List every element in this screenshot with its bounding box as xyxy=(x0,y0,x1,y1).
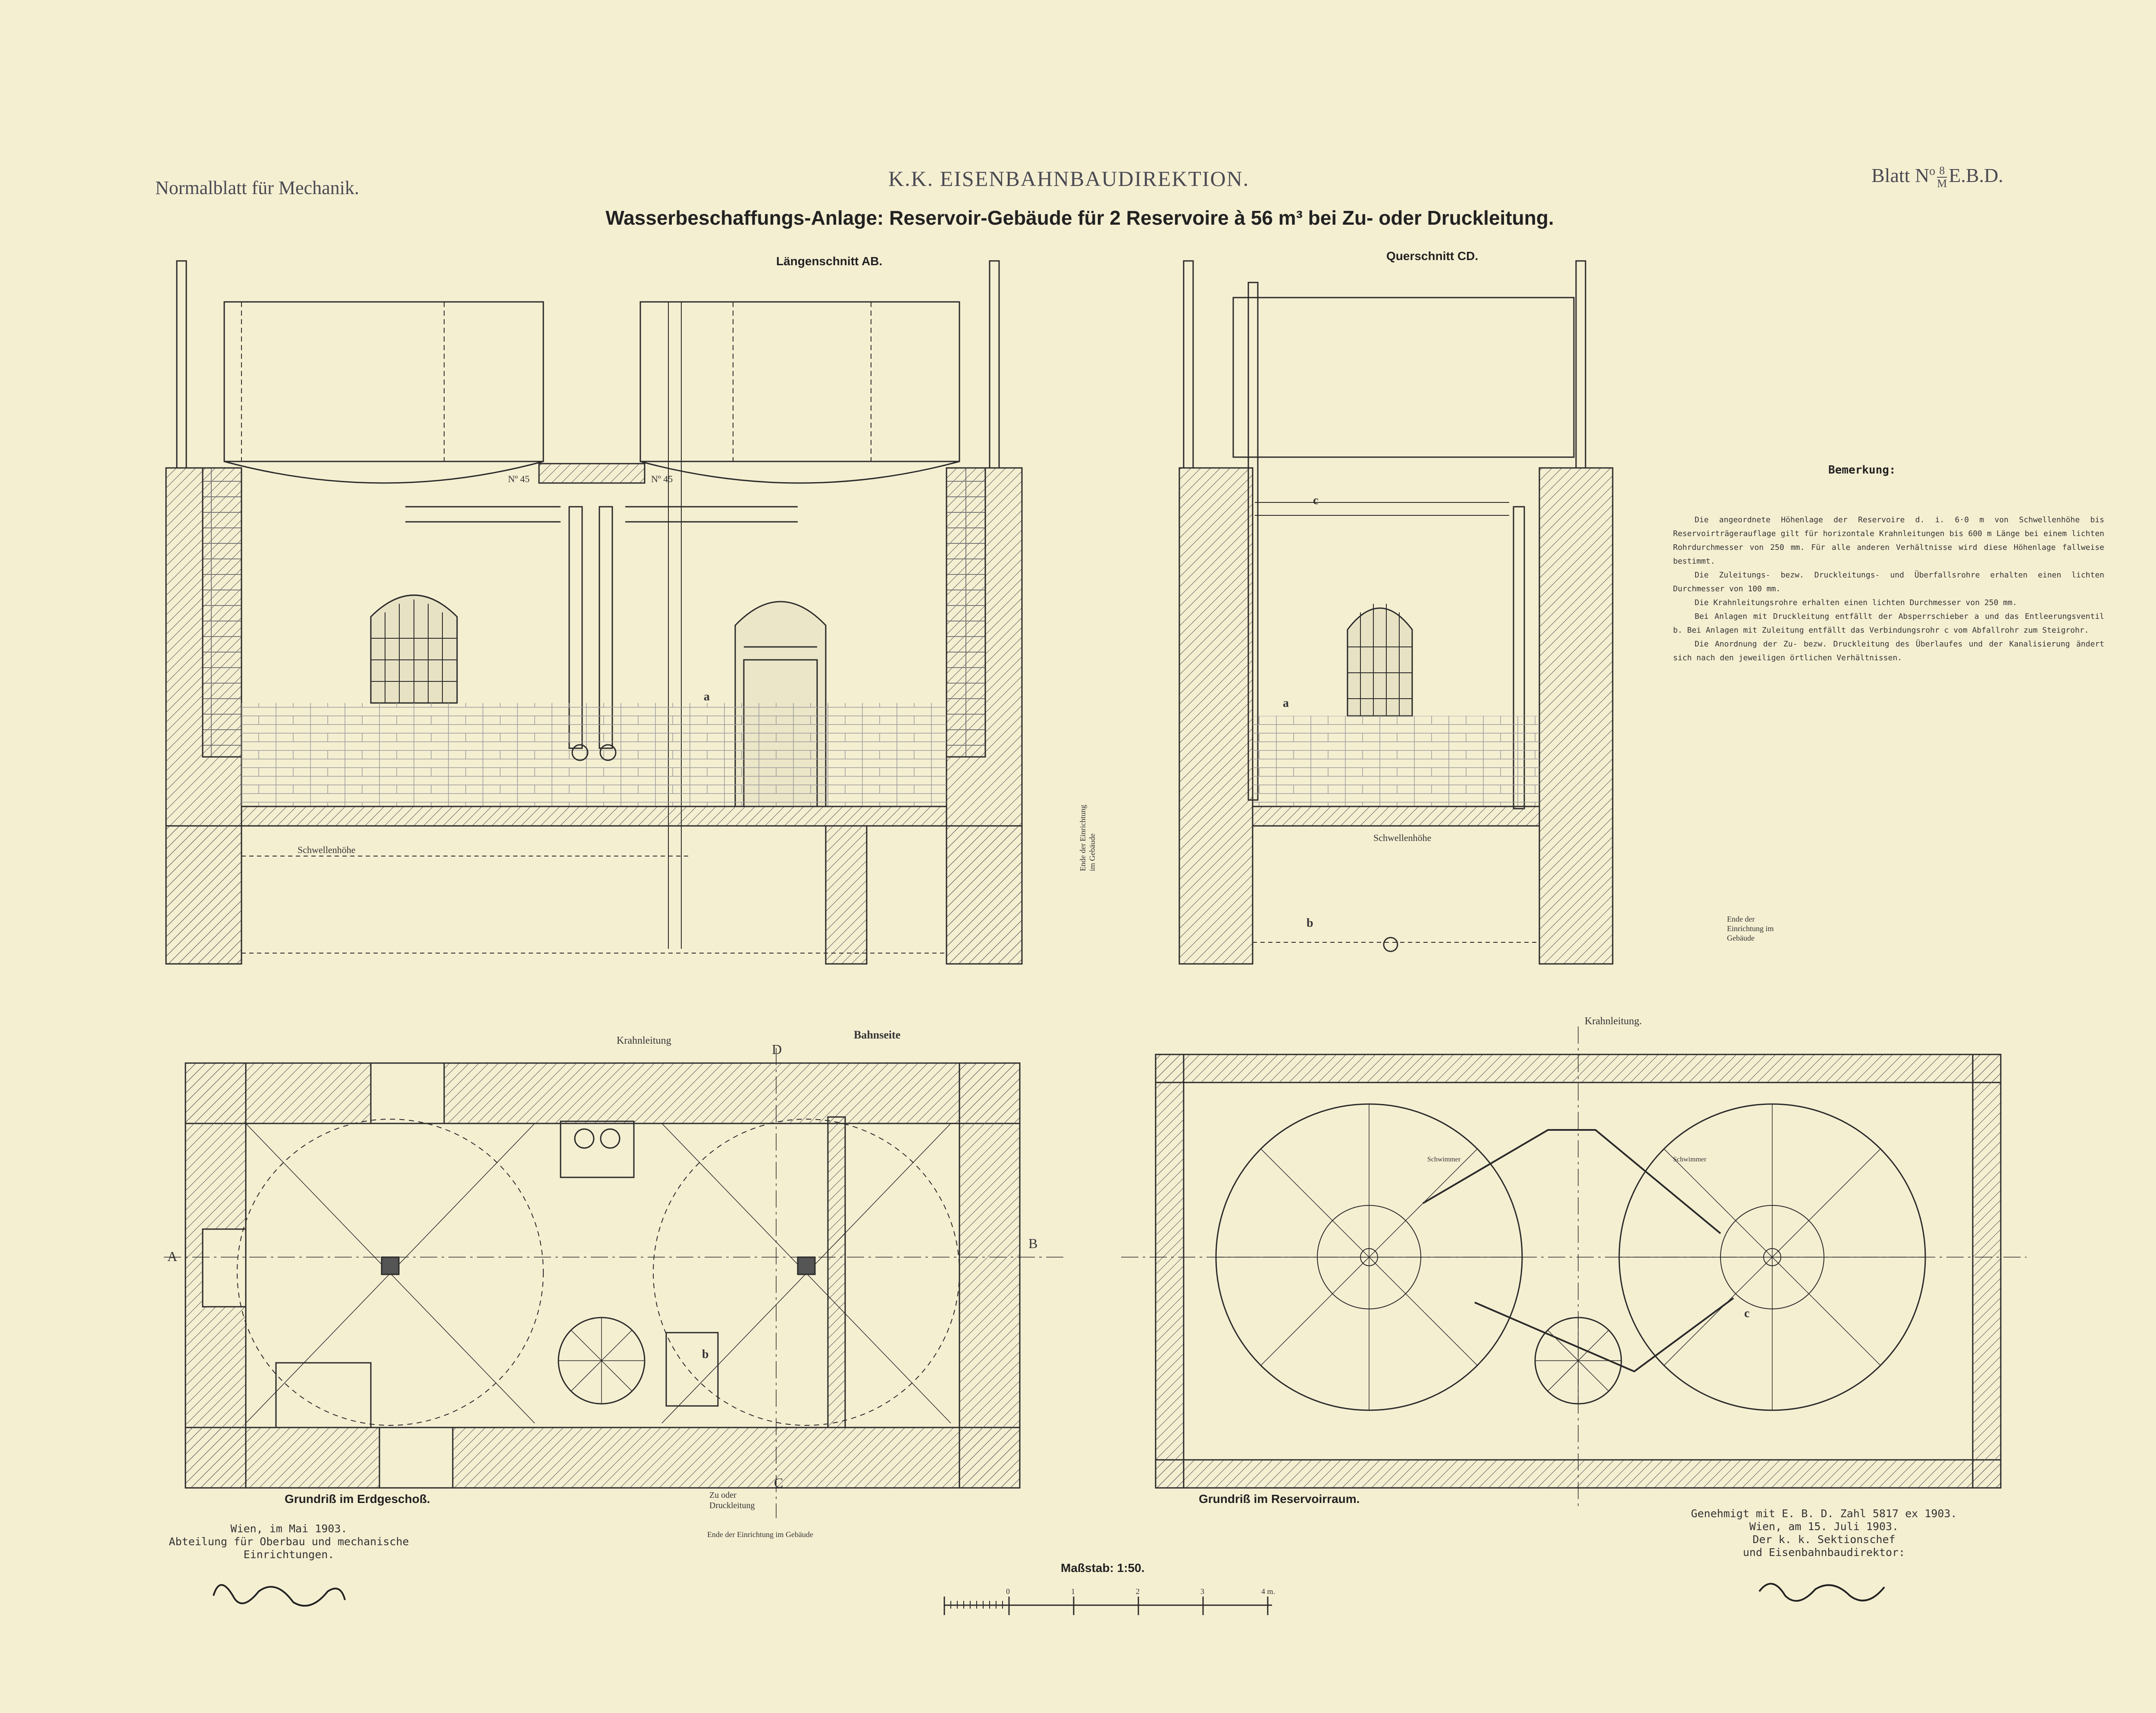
point-d-label: D xyxy=(772,1042,782,1057)
header-right-den: M xyxy=(1937,177,1947,190)
remarks-paragraph: Bei Anlagen mit Druckleitung entfällt de… xyxy=(1673,612,2104,635)
label-long-section: Längenschnitt AB. xyxy=(776,254,883,268)
cross-tank xyxy=(1232,297,1575,458)
footer-left-line: Abteilung für Oberbau und mechanische xyxy=(169,1535,409,1548)
scale-tick-label: 4 m. xyxy=(1261,1587,1275,1596)
footer-right: Genehmigt mit E. B. D. Zahl 5817 ex 1903… xyxy=(1690,1507,1958,1559)
tank-left xyxy=(223,301,544,462)
label-reservoir-plan: Grundriß im Reservoirraum. xyxy=(1199,1492,1360,1506)
scale-tick-label: 0 xyxy=(1006,1587,1010,1596)
ground-plan xyxy=(164,1048,1065,1518)
footer-right-line: Wien, am 15. Juli 1903. xyxy=(1749,1520,1899,1533)
krahnleitung-reservoir: Krahnleitung. xyxy=(1585,1016,1642,1027)
scale-tick-label: 3 xyxy=(1200,1587,1204,1596)
schwellenhoehe-cross: Schwellenhöhe xyxy=(1373,832,1432,843)
footer-right-line: und Eisenbahnbaudirektor: xyxy=(1742,1546,1905,1559)
bahnseite-label: Bahnseite xyxy=(854,1029,901,1041)
point-a-label: A xyxy=(167,1249,178,1264)
mark-a-cross: a xyxy=(1283,696,1289,710)
mark-b-cross: b xyxy=(1307,916,1313,930)
remarks-paragraph: Die angeordnete Höhenlage der Reservoire… xyxy=(1673,515,2104,566)
nr45-left-label: Nº 45 xyxy=(508,474,530,484)
remarks-paragraph: Die Krahnleitungsrohre erhalten einen li… xyxy=(1695,598,2017,607)
footer-left: Wien, im Mai 1903. Abteilung für Oberbau… xyxy=(155,1522,423,1561)
header-right-prefix: Blatt N xyxy=(1871,164,1930,186)
scale-label: Maßstab: 1:50. xyxy=(1061,1561,1145,1575)
tank-right xyxy=(639,301,960,462)
ende-einrichtung-cross-left: Ende der Einrichtung im Gebäude xyxy=(1078,805,1097,871)
remarks-block: Die angeordnete Höhenlage der Reservoire… xyxy=(1673,513,2104,665)
mark-c-cross: c xyxy=(1313,494,1319,507)
longitudinal-section xyxy=(165,260,1023,965)
header-right-suffix: E.B.D. xyxy=(1949,164,2003,186)
mark-a-long: a xyxy=(704,690,710,703)
nr45-right-label: Nº 45 xyxy=(651,474,673,484)
remarks-paragraph: Die Anordnung der Zu- bezw. Druckleitung… xyxy=(1673,640,2104,662)
schwimmer-right-label: Schwimmer xyxy=(1673,1156,1707,1163)
cross-section xyxy=(1178,260,1614,965)
point-b-label: B xyxy=(1028,1236,1038,1251)
signature-right xyxy=(1758,1583,1885,1602)
header-left: Normalblatt für Mechanik. xyxy=(155,177,359,198)
header-center: K.K. EISENBAHNBAUDIREKTION. xyxy=(888,166,1250,191)
tank-outline-right xyxy=(653,1119,960,1426)
footer-left-line: Wien, im Mai 1903. xyxy=(230,1522,348,1535)
footer-right-line: Genehmigt mit E. B. D. Zahl 5817 ex 1903… xyxy=(1691,1507,1957,1520)
header-right-o: o xyxy=(1929,164,1936,178)
header-right-num: 8 xyxy=(1937,165,1947,178)
scale-tick-label: 1 xyxy=(1071,1587,1075,1596)
zu-oder-druckleitung-label: Zu oder Druckleitung xyxy=(709,1490,755,1510)
point-c-label: C xyxy=(774,1475,783,1490)
footer-left-line: Einrichtungen. xyxy=(243,1548,335,1561)
remarks-title: Bemerkung: xyxy=(1828,464,1896,477)
scale-tick-label: 2 xyxy=(1136,1587,1140,1596)
krahnleitung-ground: Krahnleitung xyxy=(617,1035,671,1046)
ende-einrichtung-ground: Ende der Einrichtung im Gebäude xyxy=(707,1530,813,1539)
label-cross-section: Querschnitt CD. xyxy=(1386,249,1479,263)
mark-b-ground: b xyxy=(702,1348,709,1361)
remarks-paragraph: Die Zuleitungs- bezw. Druckleitungs- und… xyxy=(1673,571,2104,593)
mark-c-reservoir: c xyxy=(1744,1307,1750,1320)
schwimmer-left-label: Schwimmer xyxy=(1427,1156,1461,1163)
floor-slab xyxy=(241,806,947,827)
scale-bar xyxy=(943,1597,1272,1615)
footer-right-line: Der k. k. Sektionschef xyxy=(1752,1533,1896,1546)
drawing-title: Wasserbeschaffungs-Anlage: Reservoir-Geb… xyxy=(605,207,1554,229)
schwellenhoehe-long: Schwellenhöhe xyxy=(298,844,356,855)
label-ground-plan: Grundriß im Erdgeschoß. xyxy=(285,1492,430,1506)
signature-left xyxy=(213,1584,346,1607)
ende-einrichtung-cross-right: Ende der Einrichtung im Gebäude xyxy=(1727,915,1774,942)
tank-outline-left xyxy=(237,1119,544,1426)
reservoir-plan xyxy=(1121,1026,2027,1509)
